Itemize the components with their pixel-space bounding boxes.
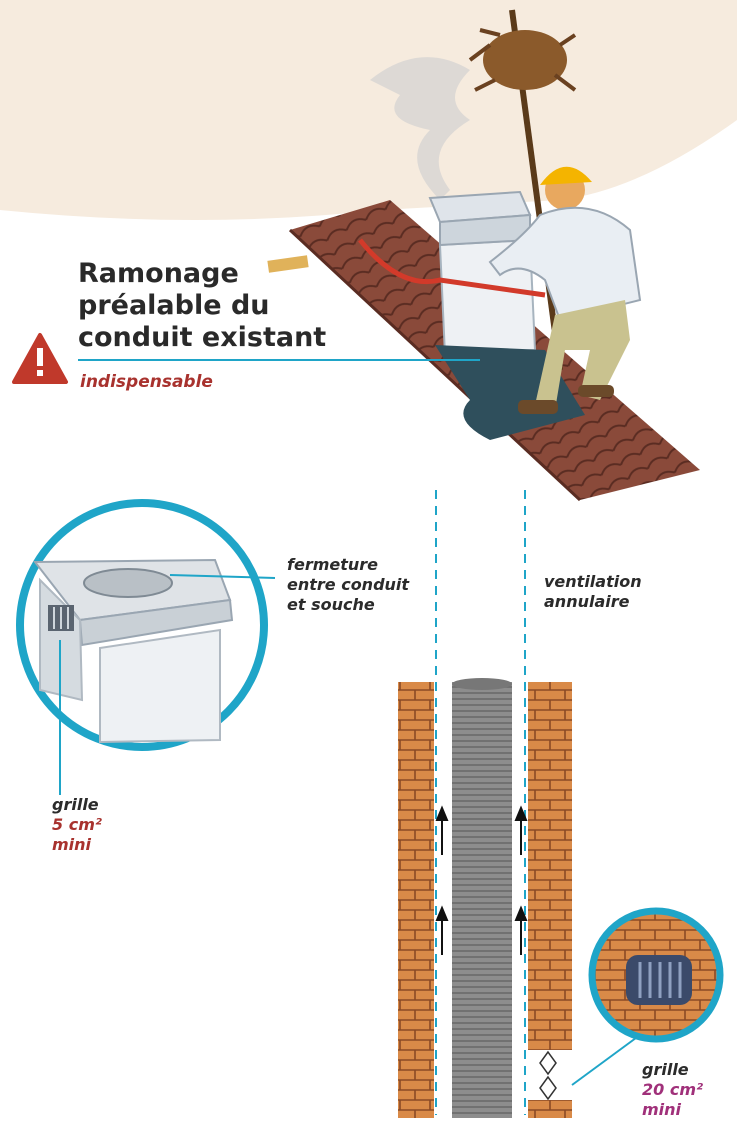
brick-wall-right	[528, 682, 572, 1118]
flexible-liner	[452, 682, 512, 1118]
grille-large-word: grille	[642, 1060, 689, 1079]
helmet-icon	[540, 166, 592, 185]
smoke	[370, 57, 470, 201]
grille-large-size: 20 cm²	[642, 1080, 703, 1099]
title-line-3: conduit existant	[78, 322, 327, 353]
grille-small-word: grille	[52, 795, 99, 814]
chimney-top-detail	[32, 558, 234, 744]
roof-edge	[288, 228, 582, 502]
worker	[358, 166, 642, 414]
grille-large-mini: mini	[642, 1100, 682, 1119]
grille-large-label: grille 20 cm² mini	[642, 1060, 703, 1120]
title-line-2: préalable du	[78, 290, 270, 321]
brush-head	[483, 30, 567, 90]
background-shape	[0, 0, 737, 220]
ventilation-label-line-2: annulaire	[544, 592, 630, 611]
title-line-1: Ramonage	[78, 258, 239, 289]
closure-label-line-2: entre conduit	[287, 575, 410, 594]
grille-large-leader	[571, 1034, 641, 1086]
warning-note: indispensable	[80, 372, 213, 392]
grille-small-mini: mini	[52, 835, 92, 854]
closure-label-line-1: fermeture	[287, 555, 379, 574]
page-title: Ramonage préalable du conduit existant	[78, 258, 326, 354]
arrow-up-icon	[435, 805, 528, 955]
brick-wall-left	[398, 682, 434, 1118]
warning-icon	[12, 333, 68, 384]
grille-small-label: grille 5 cm² mini	[52, 795, 102, 855]
roof-batten	[267, 255, 309, 273]
ventilation-label: ventilation annulaire	[544, 572, 642, 612]
ventilation-label-line-1: ventilation	[544, 572, 642, 591]
closure-leader	[169, 574, 276, 579]
opening-zigzag	[539, 1050, 557, 1101]
closure-label: fermeture entre conduit et souche	[287, 555, 409, 615]
closure-label-line-3: et souche	[287, 595, 375, 614]
grille-small-size: 5 cm²	[52, 815, 102, 834]
